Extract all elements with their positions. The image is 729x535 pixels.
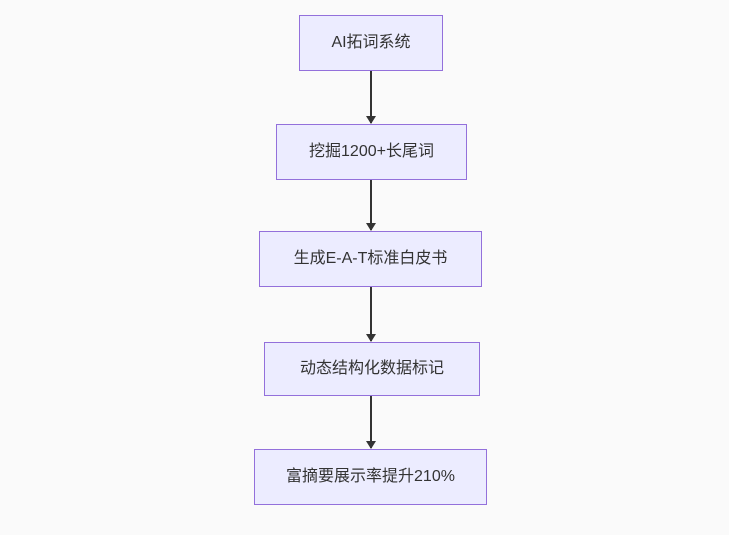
arrowhead-down-icon bbox=[366, 223, 376, 231]
flow-node-label: 生成E-A-T标准白皮书 bbox=[293, 250, 448, 268]
flow-edge-a-b bbox=[366, 71, 376, 124]
flow-node-label: 动态结构化数据标记 bbox=[299, 360, 444, 378]
flow-edge-c-d bbox=[366, 287, 376, 342]
flow-node-label: 挖掘1200+长尾词 bbox=[309, 143, 434, 161]
flow-node-label: AI拓词系统 bbox=[331, 34, 411, 52]
arrowhead-down-icon bbox=[366, 334, 376, 342]
arrowhead-down-icon bbox=[366, 116, 376, 124]
arrowhead-down-icon bbox=[366, 441, 376, 449]
flow-node-label: 富摘要展示率提升210% bbox=[286, 468, 455, 486]
flow-node-ai-keyword-system: AI拓词系统 bbox=[299, 15, 443, 71]
flow-node-eat-whitepaper: 生成E-A-T标准白皮书 bbox=[259, 231, 482, 287]
flow-node-structured-data-markup: 动态结构化数据标记 bbox=[264, 342, 480, 396]
flow-node-longtail-mining: 挖掘1200+长尾词 bbox=[276, 124, 467, 180]
flow-node-rich-snippet-result: 富摘要展示率提升210% bbox=[254, 449, 487, 505]
flow-edge-b-c bbox=[366, 180, 376, 231]
flow-edge-d-e bbox=[366, 396, 376, 449]
